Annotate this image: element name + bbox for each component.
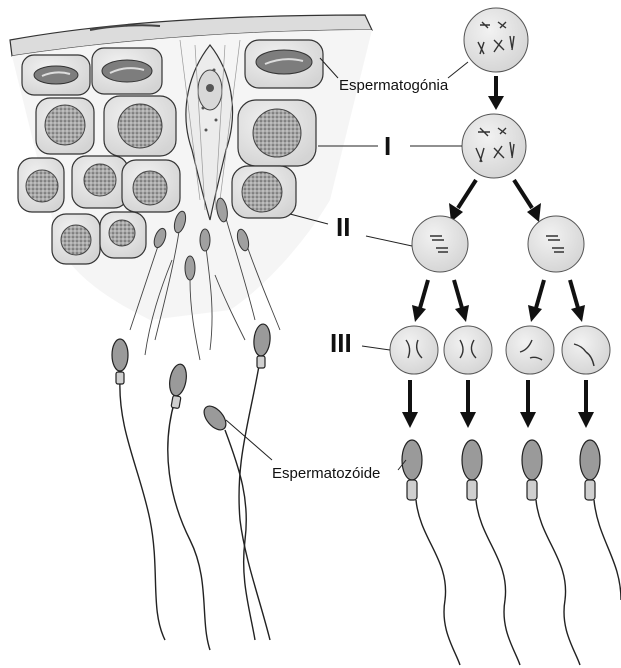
spermatogonia-cell-diagram bbox=[464, 8, 528, 72]
spermatid-cell bbox=[444, 326, 492, 374]
seminiferous-tubule-section bbox=[10, 15, 372, 650]
spermatozoid-label: Espermatozóide bbox=[272, 465, 380, 482]
spermatid-cell bbox=[562, 326, 610, 374]
stage-i-label: I bbox=[384, 131, 391, 161]
spermatocyte-cell bbox=[52, 214, 100, 264]
spermatocyte-cell bbox=[238, 100, 316, 166]
arrow-split-icon bbox=[412, 280, 585, 322]
secondary-spermatocyte-cell bbox=[528, 216, 584, 272]
spermatozoa-row bbox=[402, 440, 621, 665]
meiosis-tree bbox=[390, 8, 621, 665]
spermatogonium-cell bbox=[22, 55, 90, 95]
free-spermatozoa bbox=[112, 323, 271, 650]
spermatogonia-label: Espermatogónia bbox=[339, 77, 449, 94]
arrow-down-icon bbox=[488, 76, 504, 110]
stage-ii-label: II bbox=[336, 212, 350, 242]
arrow-split-icon bbox=[449, 180, 541, 222]
secondary-spermatocyte-cell bbox=[412, 216, 468, 272]
spermatocyte-cell bbox=[18, 158, 64, 212]
spermatocyte-cell bbox=[100, 212, 146, 258]
spermatogonium-cell bbox=[92, 48, 162, 94]
spermatocyte-cell bbox=[72, 156, 128, 208]
spermatocyte-cell bbox=[36, 98, 94, 154]
arrow-down-icon bbox=[402, 380, 594, 428]
spermatid-cell bbox=[390, 326, 438, 374]
stage-iii-label: III bbox=[330, 328, 352, 358]
primary-spermatocyte-cell bbox=[462, 114, 526, 178]
spermatogonium-cell bbox=[245, 40, 323, 88]
spermatocyte-cell bbox=[104, 96, 176, 156]
spermatocyte-cell bbox=[122, 160, 180, 212]
spermatid-cell bbox=[506, 326, 554, 374]
spermatocyte-cell bbox=[232, 166, 296, 218]
